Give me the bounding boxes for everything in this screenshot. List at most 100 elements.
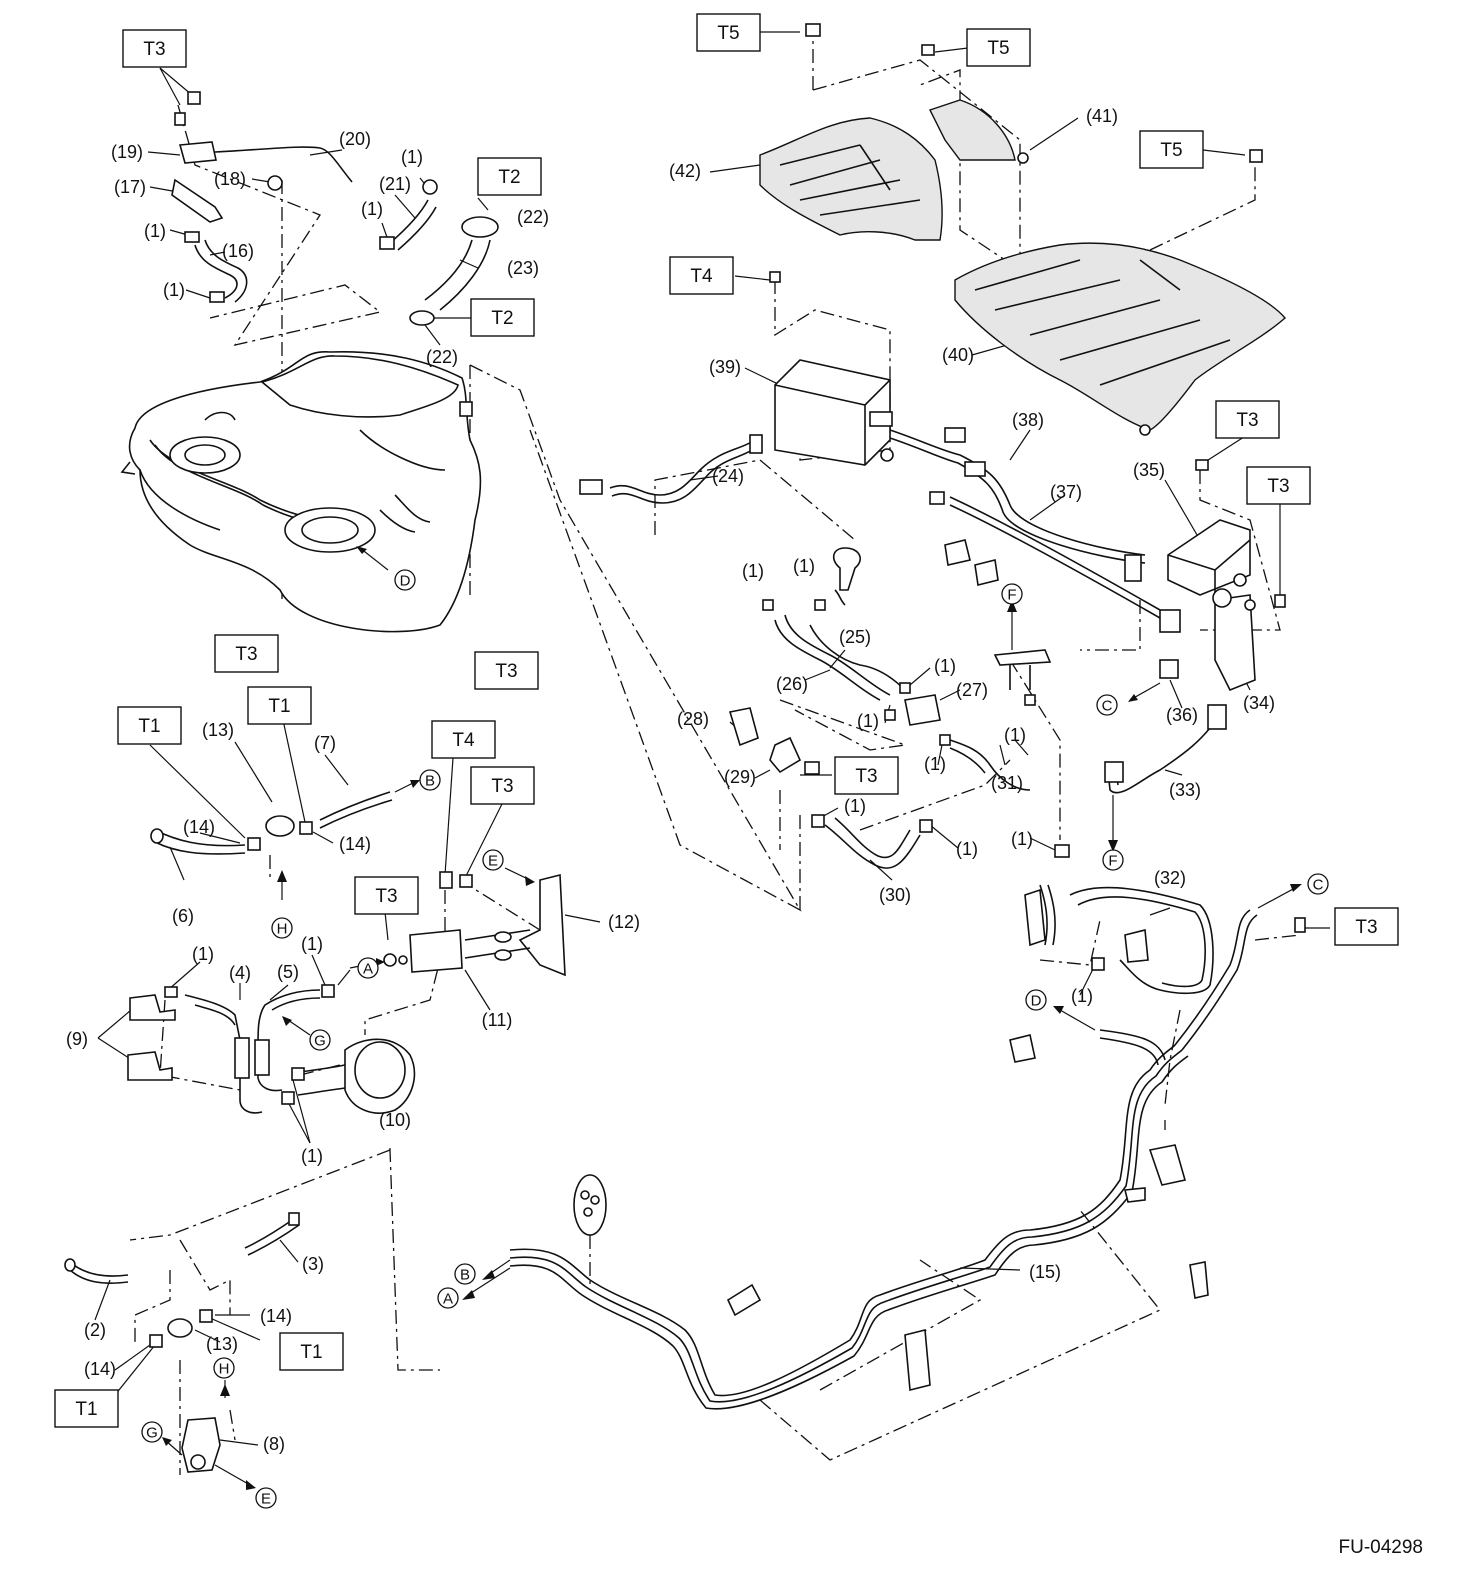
callout-23: (23) bbox=[507, 258, 539, 278]
svg-text:T3: T3 bbox=[143, 39, 165, 60]
ref-mark-c: C bbox=[1096, 694, 1118, 716]
svg-text:C: C bbox=[1313, 877, 1324, 894]
callout-6: (6) bbox=[172, 906, 194, 926]
callout-5: (5) bbox=[277, 962, 299, 982]
svg-text:T3: T3 bbox=[1267, 476, 1289, 497]
callout-22: (22) bbox=[426, 347, 458, 367]
callout-1: (1) bbox=[1011, 829, 1033, 849]
callout-15: (15) bbox=[1029, 1262, 1061, 1282]
callout-31: (31) bbox=[991, 773, 1023, 793]
torque-box-t4: T4 bbox=[431, 720, 496, 759]
callout-14: (14) bbox=[260, 1306, 292, 1326]
torque-box-t5: T5 bbox=[696, 13, 761, 52]
callout-11: (11) bbox=[482, 1010, 513, 1030]
purge-solenoid-bracket bbox=[1167, 459, 1286, 692]
torque-box-t5: T5 bbox=[966, 28, 1031, 67]
callout-17: (17) bbox=[114, 177, 146, 197]
callout-4: (4) bbox=[229, 963, 251, 983]
svg-text:T4: T4 bbox=[690, 266, 713, 287]
ref-mark-e: E bbox=[482, 849, 504, 871]
callout-1: (1) bbox=[934, 656, 956, 676]
svg-text:T1: T1 bbox=[138, 716, 160, 737]
svg-text:T5: T5 bbox=[717, 23, 739, 44]
svg-text:T2: T2 bbox=[491, 308, 513, 329]
lower-filter-parts bbox=[64, 1212, 300, 1490]
ref-mark-c: C bbox=[1307, 873, 1329, 895]
ref-mark-a: A bbox=[357, 957, 379, 979]
svg-text:B: B bbox=[425, 773, 435, 790]
callout-1: (1) bbox=[1004, 725, 1026, 745]
callout-1: (1) bbox=[192, 944, 214, 964]
svg-text:T3: T3 bbox=[1236, 410, 1258, 431]
torque-box-t3: T3 bbox=[1215, 400, 1280, 439]
svg-text:F: F bbox=[1108, 853, 1117, 870]
callout-22: (22) bbox=[517, 207, 549, 227]
callout-2: (2) bbox=[84, 1320, 106, 1340]
svg-text:F: F bbox=[1007, 587, 1016, 604]
callout-1: (1) bbox=[144, 221, 166, 241]
ref-mark-b: B bbox=[454, 1263, 476, 1285]
ref-mark-b: B bbox=[419, 769, 441, 791]
callout-27: (27) bbox=[956, 680, 988, 700]
bolt-t3-b bbox=[187, 91, 201, 105]
svg-text:H: H bbox=[219, 1361, 230, 1378]
ref-mark-e: E bbox=[255, 1487, 277, 1509]
ref-mark-h: H bbox=[271, 917, 293, 939]
callout-19: (19) bbox=[111, 142, 143, 162]
callout-38: (38) bbox=[1012, 410, 1044, 430]
callout-1: (1) bbox=[924, 754, 946, 774]
callout-20: (20) bbox=[339, 129, 371, 149]
callout-8: (8) bbox=[263, 1434, 285, 1454]
ref-mark-d: D bbox=[1025, 989, 1047, 1011]
ref-mark-a: A bbox=[437, 1287, 459, 1309]
evap-hoses-25-33 bbox=[728, 547, 1227, 869]
callout-18: (18) bbox=[214, 169, 246, 189]
callout-37: (37) bbox=[1050, 482, 1082, 502]
callout-29: (29) bbox=[724, 767, 756, 787]
vent-parts-16-23 bbox=[171, 91, 499, 326]
ref-mark-f: F bbox=[1001, 583, 1023, 605]
fuel-tank bbox=[120, 350, 482, 633]
callout-12: (12) bbox=[608, 912, 640, 932]
svg-text:T5: T5 bbox=[987, 38, 1009, 59]
callout-1: (1) bbox=[361, 199, 383, 219]
callout-1: (1) bbox=[163, 280, 185, 300]
bolt-t3-a bbox=[174, 112, 186, 126]
torque-box-t1: T1 bbox=[247, 686, 312, 725]
torque-box-t2: T2 bbox=[470, 298, 535, 337]
callout-9: (9) bbox=[66, 1029, 88, 1049]
callout-1: (1) bbox=[857, 711, 879, 731]
svg-text:G: G bbox=[146, 1425, 158, 1442]
torque-box-t3: T3 bbox=[214, 634, 279, 673]
callout-1: (1) bbox=[301, 1146, 323, 1166]
callout-39: (39) bbox=[709, 357, 741, 377]
callout-1: (1) bbox=[956, 839, 978, 859]
svg-text:A: A bbox=[443, 1291, 453, 1308]
svg-text:D: D bbox=[400, 573, 411, 590]
svg-text:G: G bbox=[314, 1033, 326, 1050]
torque-box-t5: T5 bbox=[1139, 130, 1204, 169]
callout-35: (35) bbox=[1133, 460, 1165, 480]
svg-text:T4: T4 bbox=[452, 730, 475, 751]
ref-mark-d: D bbox=[394, 569, 416, 591]
svg-text:T2: T2 bbox=[498, 167, 520, 188]
svg-text:T1: T1 bbox=[75, 1399, 97, 1420]
callout-14: (14) bbox=[339, 834, 371, 854]
svg-text:E: E bbox=[488, 853, 498, 870]
callout-13: (13) bbox=[202, 720, 234, 740]
svg-text:T3: T3 bbox=[491, 776, 513, 797]
torque-box-t3: T3 bbox=[122, 29, 187, 68]
svg-text:T3: T3 bbox=[375, 886, 397, 907]
fuel-filter-assembly bbox=[127, 780, 566, 1114]
callout-25: (25) bbox=[839, 627, 871, 647]
reference-marks: D F C B E F C H A D G B A H G E bbox=[141, 569, 1329, 1509]
callout-28: (28) bbox=[677, 709, 709, 729]
canister-and-lines bbox=[579, 271, 1181, 679]
callout-1: (1) bbox=[742, 561, 764, 581]
ref-mark-h: H bbox=[213, 1357, 235, 1379]
callout-24: (24) bbox=[712, 466, 744, 486]
torque-box-t3: T3 bbox=[354, 876, 419, 915]
callout-26: (26) bbox=[776, 674, 808, 694]
